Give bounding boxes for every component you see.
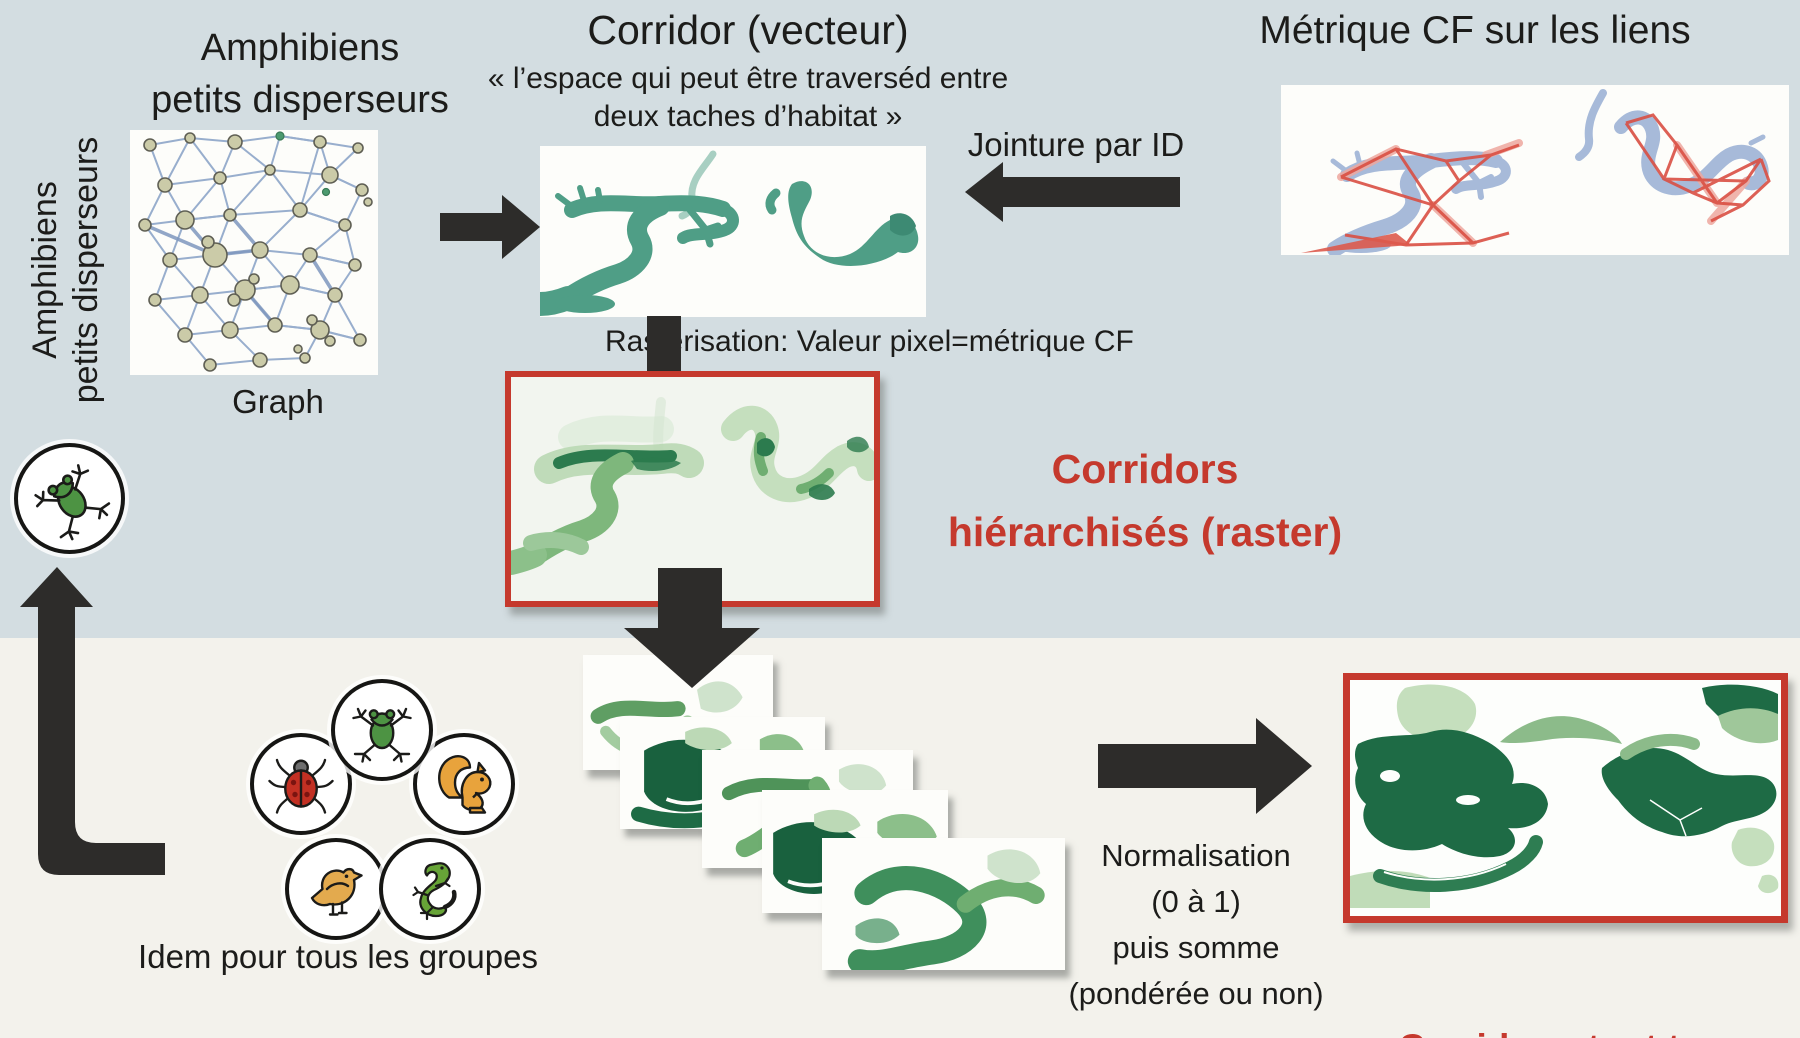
groups-caption: Idem pour tous les groupes	[138, 938, 538, 975]
final-result-box	[1343, 673, 1788, 923]
animal-badge-ladybug	[250, 733, 352, 835]
ladybug-icon	[268, 758, 334, 814]
arrow-stack-to-final-icon	[1098, 718, 1312, 814]
corridor-vector-image	[540, 146, 926, 317]
stack-image-5	[822, 838, 1065, 970]
animal-badge-lizard	[379, 838, 481, 940]
frog-icon	[352, 707, 412, 763]
lizard-icon	[412, 862, 457, 921]
graph-section-title: Amphibiens petits disperseurs	[151, 27, 449, 121]
network-graph-icon	[138, 131, 373, 372]
arrow-metric-to-corridor-icon	[965, 162, 1180, 222]
final-corridor-map-icon	[1350, 684, 1779, 908]
raster-corridor-map-icon	[511, 397, 874, 575]
corridor-vector-map-icon	[540, 150, 919, 316]
metric-map-image	[1281, 85, 1789, 255]
metric-links-map-icon	[1301, 89, 1771, 255]
arrow-graph-to-corridor-icon	[440, 195, 540, 259]
frog-icon	[33, 463, 110, 540]
squirrel-icon	[438, 755, 492, 814]
animal-badge-frog	[331, 679, 433, 781]
vertical-title: Amphibiens petits disperseurs	[26, 136, 105, 404]
metric-title: Métrique CF sur les liens	[1259, 9, 1691, 52]
frog-group-badge	[14, 443, 125, 554]
arrow-raster-to-stack-icon	[624, 568, 760, 688]
graph-image	[130, 130, 378, 375]
raster-result-box	[505, 371, 880, 607]
final-result-title: Corridors tout taxa « Milieux humides »	[1350, 930, 1790, 1038]
normalisation-label: Normalisation (0 à 1) puis somme (pondér…	[1068, 838, 1324, 1011]
animal-badge-bird	[285, 838, 387, 940]
bird-icon	[310, 867, 363, 916]
corridor-title: Corridor (vecteur)	[587, 7, 909, 53]
graph-caption: Graph	[232, 383, 324, 420]
join-label: Jointure par ID	[967, 126, 1185, 163]
corridor-definition: « l’espace qui peut être traverséd entre…	[487, 62, 1009, 133]
rasterisation-label: Rasterisation: Valeur pixel=métrique CF	[605, 325, 1134, 358]
animal-badge-squirrel	[413, 733, 515, 835]
arrow-groups-to-frog-icon	[20, 567, 165, 875]
raster-result-title: Corridors hiérarchisés (raster)	[947, 446, 1343, 555]
